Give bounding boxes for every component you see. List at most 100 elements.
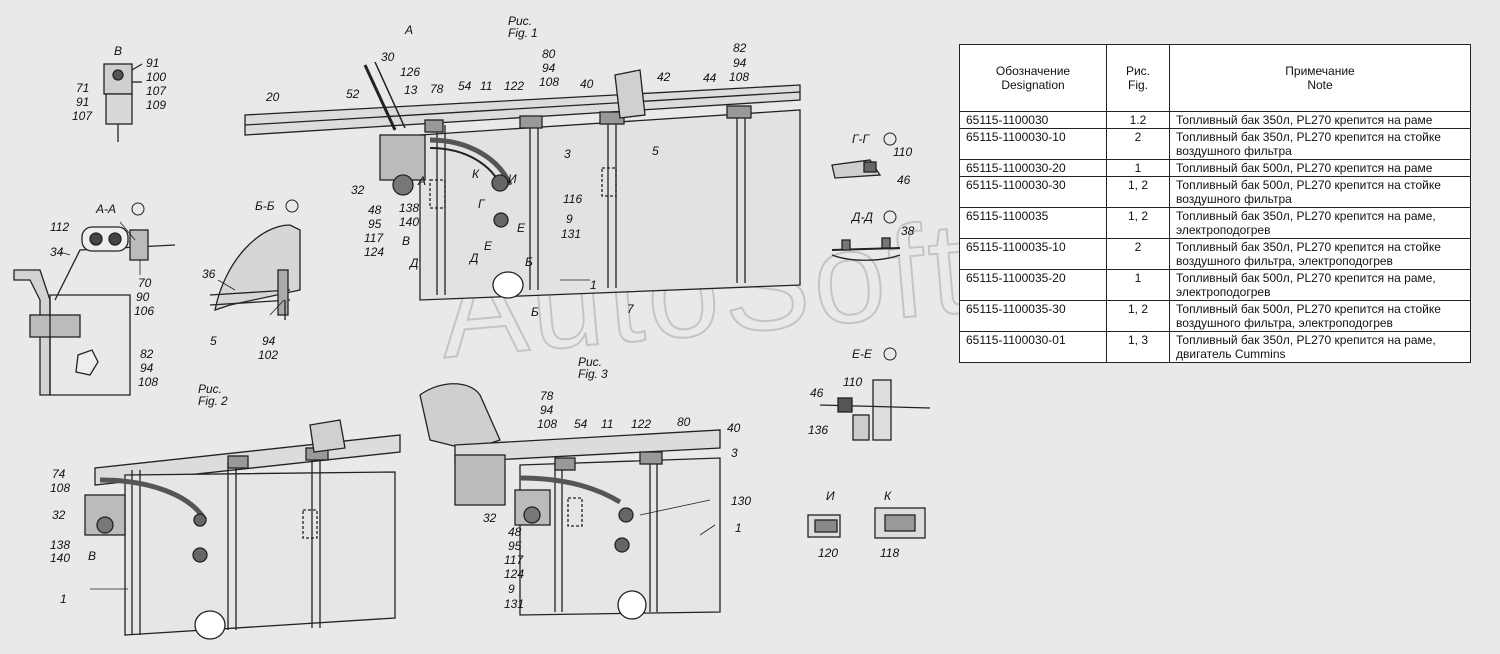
note-cell: Топливный бак 350л, PL270 крепится на ст… [1169, 238, 1471, 270]
designation-cell: 65115-1100030-30 [959, 176, 1107, 208]
svg-text:108: 108 [539, 75, 559, 89]
section-mark-i: И [508, 172, 517, 186]
svg-text:122: 122 [631, 417, 651, 431]
svg-text:11: 11 [480, 79, 492, 93]
fig-cell: 1, 2 [1106, 207, 1170, 239]
svg-text:100: 100 [146, 70, 166, 84]
designation-cell: 65115-1100035-10 [959, 238, 1107, 270]
table-row: 65115-1100035-30 1, 2 Топливный бак 500л… [959, 300, 1471, 332]
note-cell: Топливный бак 350л, PL270 крепится на ра… [1169, 331, 1471, 363]
svg-text:108: 108 [138, 375, 158, 389]
callouts-fig1-left: 32 48 95 117 124 138 140 [351, 183, 419, 259]
svg-text:78: 78 [540, 389, 554, 403]
svg-text:3: 3 [564, 147, 571, 161]
table-row: 65115-1100035 1, 2 Топливный бак 350л, P… [959, 207, 1471, 239]
fig-cell: 2 [1106, 128, 1170, 160]
svg-text:108: 108 [537, 417, 557, 431]
svg-text:107: 107 [72, 109, 93, 123]
callouts-fig2: 74 108 32 138 140 1 [50, 467, 70, 606]
svg-text:112: 112 [50, 220, 69, 234]
svg-text:94: 94 [540, 403, 554, 417]
svg-text:5: 5 [652, 144, 659, 158]
svg-text:91: 91 [146, 56, 159, 70]
fig3-title-en: Fig.3 [578, 367, 608, 381]
svg-text:130: 130 [731, 494, 751, 508]
svg-text:48: 48 [368, 203, 382, 217]
view-k-title: К [884, 489, 892, 503]
view-gg [831, 159, 882, 179]
svg-text:70: 70 [138, 276, 152, 290]
svg-text:71: 71 [76, 81, 89, 95]
svg-text:95: 95 [508, 539, 522, 553]
svg-text:40: 40 [580, 77, 594, 91]
svg-text:110: 110 [893, 145, 912, 159]
svg-text:117: 117 [504, 553, 524, 567]
view-i-title: И [826, 489, 835, 503]
svg-text:52: 52 [346, 87, 360, 101]
section-mark-e2: Е [517, 221, 526, 235]
svg-text:38: 38 [901, 224, 915, 238]
svg-text:106: 106 [134, 304, 154, 318]
designation-cell: 65115-1100035-20 [959, 269, 1107, 301]
view-dd [831, 237, 901, 261]
svg-text:74: 74 [52, 467, 66, 481]
svg-text:32: 32 [483, 511, 497, 525]
section-mark-g: Г [478, 197, 486, 211]
callouts-bb: 36 5 94 102 [202, 267, 278, 362]
section-mark-k: К [472, 167, 480, 181]
svg-text:40: 40 [727, 421, 741, 435]
svg-text:80: 80 [677, 415, 691, 429]
callouts-view-v: 91 100 107 109 71 91 107 [72, 56, 167, 123]
svg-text:138: 138 [399, 201, 419, 215]
svg-text:1: 1 [590, 278, 597, 292]
svg-text:82: 82 [733, 41, 747, 55]
svg-text:80: 80 [542, 47, 556, 61]
svg-text:54: 54 [458, 79, 472, 93]
svg-text:120: 120 [818, 546, 838, 560]
table-row: 65115-1100030-01 1, 3 Топливный бак 350л… [959, 331, 1471, 363]
note-cell: Топливный бак 500л, PL270 крепится на ра… [1169, 269, 1471, 301]
svg-text:108: 108 [50, 481, 70, 495]
view-ik [807, 507, 926, 539]
fig1-title-en: Fig.1 [508, 26, 538, 40]
svg-text:82: 82 [140, 347, 154, 361]
svg-text:11: 11 [601, 417, 613, 431]
svg-text:136: 136 [808, 423, 828, 437]
view-gg-title: Г-Г [852, 132, 871, 146]
svg-text:131: 131 [504, 597, 524, 611]
svg-text:9: 9 [566, 212, 573, 226]
svg-text:46: 46 [897, 173, 911, 187]
spec-table: Обозначение Designation Рис. Fig. Примеч… [959, 44, 1471, 363]
fig-cell: 2 [1106, 238, 1170, 270]
svg-text:131: 131 [561, 227, 581, 241]
svg-text:94: 94 [733, 56, 747, 70]
svg-text:102: 102 [258, 348, 278, 362]
table-row: 65115-1100035-10 2 Топливный бак 350л, P… [959, 238, 1471, 270]
view-bb [209, 224, 301, 320]
svg-text:48: 48 [508, 525, 522, 539]
section-mark-v-fig2: В [88, 549, 96, 563]
svg-text:110: 110 [843, 375, 862, 389]
leader-lines [59, 221, 716, 590]
svg-text:32: 32 [351, 183, 365, 197]
svg-text:109: 109 [146, 98, 166, 112]
designation-cell: 65115-1100030-20 [959, 159, 1107, 177]
fig3-title: Рис. [578, 355, 602, 369]
fig-cell: 1 [1106, 269, 1170, 301]
fig-cell: 1, 2 [1106, 176, 1170, 208]
col-designation-header: Обозначение Designation [959, 44, 1107, 112]
designation-cell: 65115-1100030 [959, 111, 1107, 129]
callouts-fig3: 78 94 108 54 11 122 80 40 3 32 48 95 117… [483, 389, 751, 611]
svg-text:42: 42 [657, 70, 671, 84]
svg-text:140: 140 [50, 551, 70, 565]
svg-text:7: 7 [627, 302, 635, 316]
svg-text:5: 5 [210, 334, 217, 348]
designation-cell: 65115-1100030-10 [959, 128, 1107, 160]
callouts-fig1-mid: 116 9 131 1 7 [561, 192, 635, 316]
svg-text:44: 44 [703, 71, 717, 85]
svg-text:46: 46 [810, 386, 824, 400]
col-note-header: Примечание Note [1169, 44, 1471, 112]
svg-text:9: 9 [508, 582, 515, 596]
section-mark-a-top: А [404, 23, 413, 37]
note-cell: Топливный бак 500л, PL270 крепится на ст… [1169, 300, 1471, 332]
